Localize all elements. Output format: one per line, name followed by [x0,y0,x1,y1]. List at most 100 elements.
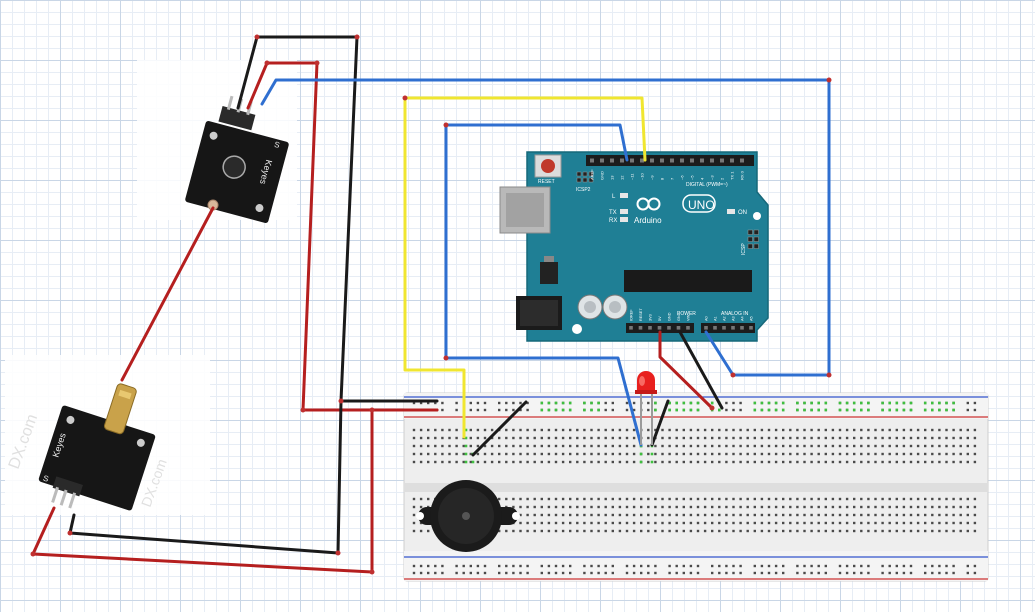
terminal-hole [434,436,437,440]
terminal-hole [789,521,792,525]
terminal-hole [661,460,664,464]
terminal-hole [703,452,707,456]
rail-hole-connected [803,401,806,405]
sensor-chip [222,155,246,179]
terminal-hole [498,452,501,456]
terminal-hole [668,529,671,533]
terminal-hole [774,452,778,456]
terminal-hole [782,460,785,464]
power-pin-label: GND [668,312,672,321]
icsp2-pin [582,171,588,177]
terminal-hole [867,452,870,456]
terminal-hole [796,460,799,464]
terminal-hole [888,497,891,501]
terminal-hole [505,529,508,533]
terminal-hole [696,497,700,501]
terminal-hole [661,428,664,432]
icsp-pin [747,243,753,249]
rail-hole [455,564,458,568]
terminal-hole [831,444,835,448]
terminal-hole-connected [464,460,468,464]
rail-hole [782,564,785,568]
rail-hole [625,408,629,412]
usb-port-inner [506,193,544,227]
rail-hole [725,564,728,568]
rail-hole [888,571,891,575]
digital-pin-hole [710,158,714,163]
terminal-hole [753,444,756,448]
terminal-hole [888,505,891,509]
terminal-hole [711,452,714,456]
terminal-hole [824,444,827,448]
terminal-hole [711,529,714,533]
laser-mount-hole-2 [136,438,145,447]
rail-hole-connected [753,401,757,405]
digital-pin-hole [630,158,634,163]
rail-hole [853,571,856,575]
terminal-hole [916,452,920,456]
terminal-hole [782,452,785,456]
terminal-hole [448,452,451,456]
rail-hole-connected [561,401,565,405]
terminal-hole [732,505,735,509]
rail-hole [895,564,898,568]
terminal-hole [703,460,707,464]
rail-hole-connected [774,408,778,412]
rail-hole-connected [945,408,948,412]
terminal-hole-connected [650,452,654,456]
terminal-hole [498,460,501,464]
terminal-hole [867,428,870,432]
terminal-hole [902,444,906,448]
terminal-hole [760,444,764,448]
rail-hole [625,401,629,405]
terminal-hole [675,529,678,533]
terminal-hole [569,505,572,509]
terminal-hole [526,513,529,517]
rail-hole [696,571,700,575]
terminal-hole [711,444,714,448]
terminal-hole [540,513,543,517]
terminal-hole [434,428,437,432]
terminal-hole [632,436,636,440]
digital-label: DIGITAL (PWM=~) [686,182,728,188]
terminal-hole [448,436,451,440]
terminal-hole [838,513,842,517]
rail-hole-connected [909,408,913,412]
terminal-hole [547,521,551,525]
terminal-hole [604,428,607,432]
terminal-hole [966,436,969,440]
terminal-hole [945,428,948,432]
rail-hole [675,564,678,568]
terminal-hole [803,513,806,517]
analog-pin-hole [731,326,735,330]
terminal-hole [604,505,607,509]
rail-hole-connected [561,408,565,412]
terminal-hole [810,513,813,517]
terminal-hole [569,529,572,533]
reset-label: RESET [538,179,555,185]
terminal-hole [732,436,735,440]
rail-hole [483,571,487,575]
terminal-hole [469,444,472,448]
terminal-hole [640,513,643,517]
terminal-hole [874,436,877,440]
terminal-hole [782,513,785,517]
rail-hole [632,401,636,405]
terminal-hole [611,521,614,525]
rail-hole-connected [931,408,934,412]
terminal-hole [618,497,622,501]
terminal-hole [739,513,742,517]
icsp2-pin [588,177,594,183]
terminal-hole [860,452,863,456]
terminal-hole [959,460,962,464]
terminal-hole [540,529,543,533]
terminal-hole [505,444,508,448]
terminal-hole [902,529,906,533]
terminal-hole [725,428,728,432]
terminal-hole [746,505,749,509]
terminal-hole [916,444,920,448]
rail-hole [803,571,806,575]
terminal-hole [796,436,799,440]
digital-pin-label: TX 1 [730,171,735,180]
terminal-hole [817,529,820,533]
